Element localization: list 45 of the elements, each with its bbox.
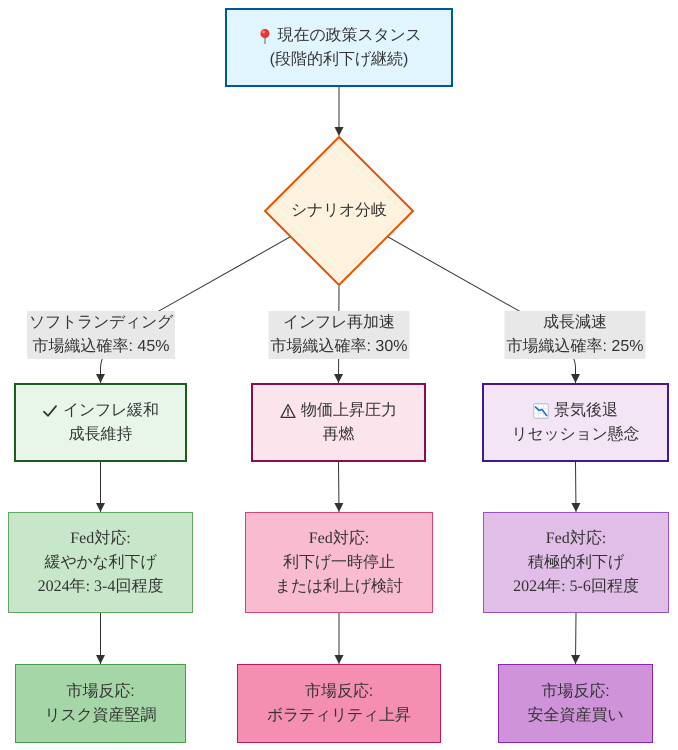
- process-box: [483, 512, 669, 613]
- decision-diamond: [264, 136, 414, 286]
- box-label: 市場反応:: [66, 682, 135, 702]
- box-label: 市場反応:: [304, 682, 374, 702]
- box-label: 物価上昇圧力: [301, 400, 397, 420]
- box-label: 利下げ一時停止: [283, 552, 395, 572]
- box-label: Fed対応:: [546, 528, 606, 548]
- box-label: ボラティリティ上昇: [267, 706, 411, 726]
- box-label: 2024年: 3-4回程度: [38, 576, 164, 596]
- arrow: [334, 612, 344, 664]
- arrow: [571, 462, 580, 512]
- box-label: 現在の政策スタンス: [278, 26, 422, 46]
- arrow: [571, 612, 580, 664]
- arrow: [96, 462, 105, 512]
- box-label: 再燃: [322, 424, 354, 444]
- process-box: [251, 383, 426, 462]
- process-box: [498, 664, 653, 743]
- box-label: 安全資産買い: [528, 706, 624, 726]
- process-box: [8, 512, 193, 613]
- edge-label: 成長減速市場織込確率: 25%: [504, 311, 646, 359]
- process-box: [225, 8, 453, 87]
- box-label: Fed対応:: [308, 528, 370, 548]
- arrow: [334, 462, 344, 512]
- box-label: 景気後退: [554, 400, 618, 420]
- edge-label: インフレ再加速市場織込確率: 30%: [268, 311, 410, 359]
- box-label: 成長維持: [68, 424, 132, 444]
- box-label: 積極的利下げ: [528, 552, 624, 572]
- process-box: [14, 383, 187, 462]
- box-label: または利上げ検討: [275, 576, 403, 596]
- box-label: インフレ緩和: [63, 400, 159, 420]
- box-label: 市場反応:: [541, 682, 610, 702]
- box-label: 緩やかな利下げ: [44, 552, 156, 572]
- process-box: [245, 512, 433, 613]
- process-box: [237, 664, 441, 743]
- box-label: (段階的利下げ継続): [270, 50, 408, 70]
- box-label: 2024年: 5-6回程度: [513, 576, 639, 596]
- edge-label: ソフトランディング市場織込確率: 45%: [27, 311, 175, 359]
- process-box: [15, 664, 186, 743]
- box-label: リスク資産堅調: [44, 706, 156, 726]
- box-label: リセッション懸念: [512, 424, 640, 444]
- process-box: [482, 383, 669, 462]
- box-label: Fed対応:: [70, 528, 131, 548]
- arrow: [334, 86, 344, 136]
- arrow: [96, 612, 105, 664]
- diamond-label: シナリオ分岐: [291, 200, 387, 221]
